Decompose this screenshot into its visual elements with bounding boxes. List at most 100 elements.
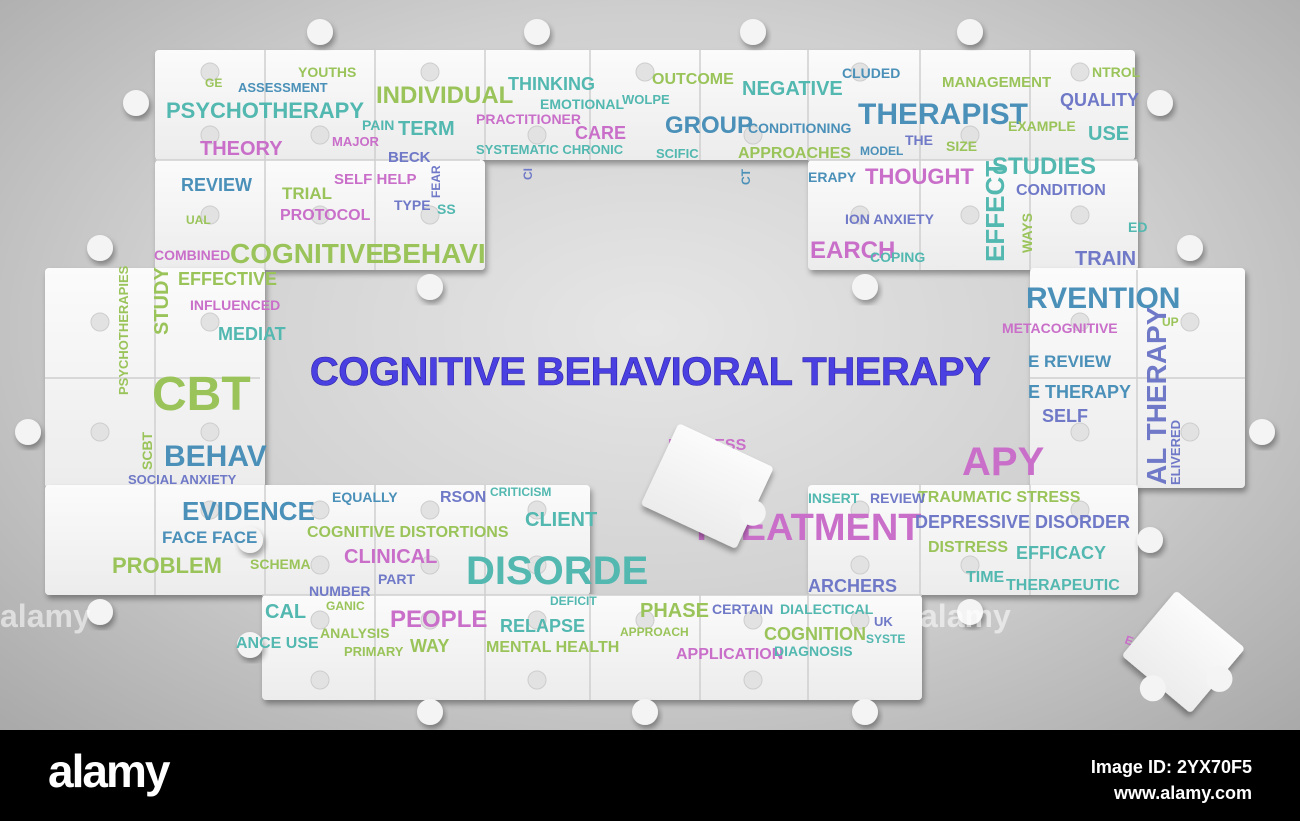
word-tag: MAJOR: [332, 134, 380, 149]
word-tag: WAYS: [1019, 213, 1035, 253]
word-tag: USE: [1088, 123, 1129, 145]
puzzle-socket: [1070, 312, 1090, 332]
word-tag: UK: [874, 614, 893, 629]
puzzle-socket: [1070, 205, 1090, 225]
word-tag: RSON: [440, 489, 486, 506]
word-tag: REVIEW: [181, 175, 252, 195]
word-tag: TYPE: [394, 197, 431, 213]
word-tag: CT: [739, 168, 753, 185]
word-tag: NEGATIVE: [742, 78, 843, 100]
puzzle-socket: [200, 312, 220, 332]
word-tag: TRAIN: [1075, 248, 1136, 270]
site-url: www.alamy.com: [1113, 783, 1252, 803]
puzzle-socket: [743, 670, 763, 690]
puzzle-piece: [641, 424, 773, 548]
word-tag: MODEL: [860, 144, 903, 158]
word-tag: CLUDED: [842, 65, 900, 81]
puzzle-socket: [850, 555, 870, 575]
puzzle-seams: [45, 50, 1245, 700]
word-tag: BECK: [388, 149, 431, 166]
word-tag: CARE: [575, 123, 626, 143]
word-tag: SCIFIC: [656, 146, 699, 161]
word-tag: CONDITION: [1016, 182, 1106, 199]
word-tag: THERAPEUTIC: [1006, 577, 1120, 594]
word-tag: NUMBER: [309, 583, 370, 599]
puzzle-socket: [200, 62, 220, 82]
footer-bar: [0, 730, 1300, 821]
puzzle-socket: [960, 205, 980, 225]
word-tag: DISORDE: [466, 549, 648, 593]
word-tag: EQUALLY: [332, 489, 398, 505]
word-tag: GANIC: [326, 599, 365, 613]
image-id-block: Image ID: 2YX70F5 www.alamy.com: [1091, 754, 1252, 806]
puzzle-socket: [1180, 422, 1200, 442]
puzzle-knob: [1206, 665, 1233, 692]
word-tag: ED: [1128, 219, 1147, 235]
puzzle-knob: [1137, 527, 1163, 553]
puzzle-knob: [123, 90, 149, 116]
word-tag: SYSTE: [866, 632, 905, 646]
word-tag: TRIAL: [282, 184, 332, 203]
puzzle-knob: [307, 19, 333, 45]
word-tag: INSERT: [808, 490, 860, 506]
puzzle-piece: [808, 485, 1138, 595]
puzzle-socket: [90, 422, 110, 442]
puzzle-socket: [743, 610, 763, 630]
alamy-logo: alamy: [48, 745, 170, 797]
word-tag: ANCE USE: [236, 635, 319, 652]
image-id: Image ID: 2YX70F5: [1090, 757, 1252, 777]
word-tag: RVENTION: [1026, 282, 1180, 315]
puzzle-piece: [45, 485, 590, 595]
puzzle-socket: [850, 205, 870, 225]
puzzle-knob: [417, 699, 443, 725]
word-tag: DEFICIT: [550, 594, 597, 608]
puzzle-knob: [852, 699, 878, 725]
puzzle-knob: [632, 699, 658, 725]
word-tag: WAY: [410, 636, 449, 656]
puzzle-socket: [635, 610, 655, 630]
puzzle-socket: [527, 500, 547, 520]
word-tag: UAL: [186, 213, 211, 227]
word-tag: ERAPY: [808, 169, 857, 185]
word-tag: CERTAIN: [712, 601, 773, 617]
puzzle-socket: [310, 610, 330, 630]
word-tag: SS: [437, 201, 456, 217]
word-tag: CLIENT: [525, 509, 597, 531]
word-tag: RELAPSE: [500, 616, 585, 636]
puzzle-piece: [1123, 592, 1244, 712]
puzzle-socket: [310, 500, 330, 520]
puzzle-knob: [237, 527, 263, 553]
puzzle-socket: [200, 125, 220, 145]
center-title: COGNITIVE BEHAVIORAL THERAPY: [310, 350, 991, 394]
word-tag: THEORY: [200, 138, 283, 160]
word-tag: FACE FACE: [162, 528, 257, 547]
word-tag: SELF HELP: [334, 171, 417, 188]
word-tag: INFLUENCED: [190, 297, 280, 313]
word-tag: COGNITIVE DISTORTIONS: [307, 524, 509, 541]
word-tag: PSYCHOTHERAPIES: [116, 265, 131, 395]
word-tag: APPROACHES: [738, 145, 851, 162]
puzzle-socket: [527, 125, 547, 145]
word-tag: BEHAVI: [382, 238, 486, 269]
loose-pieces: [641, 424, 1244, 712]
word-tag: PRACTITIONER: [476, 111, 581, 127]
puzzle-socket: [420, 555, 440, 575]
puzzle-knob: [524, 19, 550, 45]
word-tag: STUDIES: [992, 153, 1096, 180]
puzzle-knob: [1147, 90, 1173, 116]
puzzle-knobs: [15, 19, 1275, 725]
word-tag: APPLICATION: [676, 646, 783, 663]
word-tag: BEHAV: [164, 440, 267, 473]
puzzle-socket: [527, 555, 547, 575]
word-tag: GE: [205, 76, 222, 90]
puzzle-socket: [310, 125, 330, 145]
word-tag: AL THERAPY: [1141, 306, 1172, 485]
word-tag: GROUP: [665, 112, 753, 139]
word-tag: TIME: [966, 569, 1005, 586]
word-tag: EMOTIONAL: [540, 96, 624, 112]
word-tag: CAL: [265, 601, 306, 623]
word-tag: APPROACH: [620, 625, 689, 639]
puzzle-knob: [237, 632, 263, 658]
